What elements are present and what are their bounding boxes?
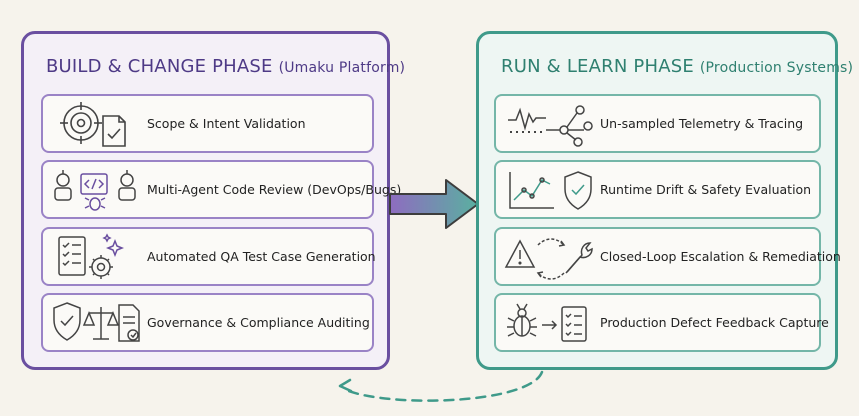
bug-arrow-checklist-icon — [507, 303, 587, 342]
run-phase-title: RUN & LEARN PHASE (Production Systems) — [501, 56, 853, 77]
run-learn-phase-panel: RUN & LEARN PHASE (Production Systems) U… — [476, 31, 853, 370]
card-governance-compliance: Governance & Compliance Auditing — [41, 293, 374, 352]
robots-code-bug-icon — [54, 170, 136, 211]
card-production-defect-feedback: Production Defect Feedback Capture — [494, 293, 829, 352]
target-document-check-icon — [60, 102, 126, 147]
card-label: Scope & Intent Validation — [147, 116, 306, 131]
card-scope-intent-validation: Scope & Intent Validation — [41, 94, 374, 153]
build-phase-subtitle: (Umaku Platform) — [278, 60, 406, 76]
card-multi-agent-code-review: Multi-Agent Code Review (DevOps/Bugs) — [41, 160, 401, 219]
card-label: Closed-Loop Escalation & Remediation — [600, 249, 841, 264]
card-label: Runtime Drift & Safety Evaluation — [600, 182, 812, 197]
card-label: Production Defect Feedback Capture — [600, 315, 829, 330]
waveform-trace-icon — [508, 105, 593, 147]
card-unsampled-telemetry: Un-sampled Telemetry & Tracing — [494, 94, 821, 153]
card-closed-loop-escalation: Closed-Loop Escalation & Remediation — [494, 227, 841, 286]
flow-arrow-right — [389, 179, 479, 229]
card-label: Governance & Compliance Auditing — [147, 315, 370, 330]
run-phase-subtitle: (Production Systems) — [699, 60, 854, 76]
build-change-phase-panel: BUILD & CHANGE PHASE (Umaku Platform) Sc… — [21, 31, 405, 370]
feedback-loop-arrow — [338, 370, 544, 402]
warning-loop-wrench-icon — [504, 238, 593, 280]
build-phase-title: BUILD & CHANGE PHASE (Umaku Platform) — [46, 56, 405, 77]
chart-shield-icon — [509, 171, 592, 210]
shield-scale-document-icon — [53, 302, 140, 342]
card-runtime-drift-safety: Runtime Drift & Safety Evaluation — [494, 160, 821, 219]
checklist-gear-icon — [58, 233, 125, 279]
run-phase-title-text: RUN & LEARN PHASE — [501, 56, 694, 77]
card-label: Un-sampled Telemetry & Tracing — [600, 116, 804, 131]
card-label: Automated QA Test Case Generation — [147, 249, 376, 264]
card-automated-qa-test-generation: Automated QA Test Case Generation — [41, 227, 376, 286]
build-phase-title-text: BUILD & CHANGE PHASE — [46, 56, 273, 77]
card-label: Multi-Agent Code Review (DevOps/Bugs) — [147, 182, 402, 197]
